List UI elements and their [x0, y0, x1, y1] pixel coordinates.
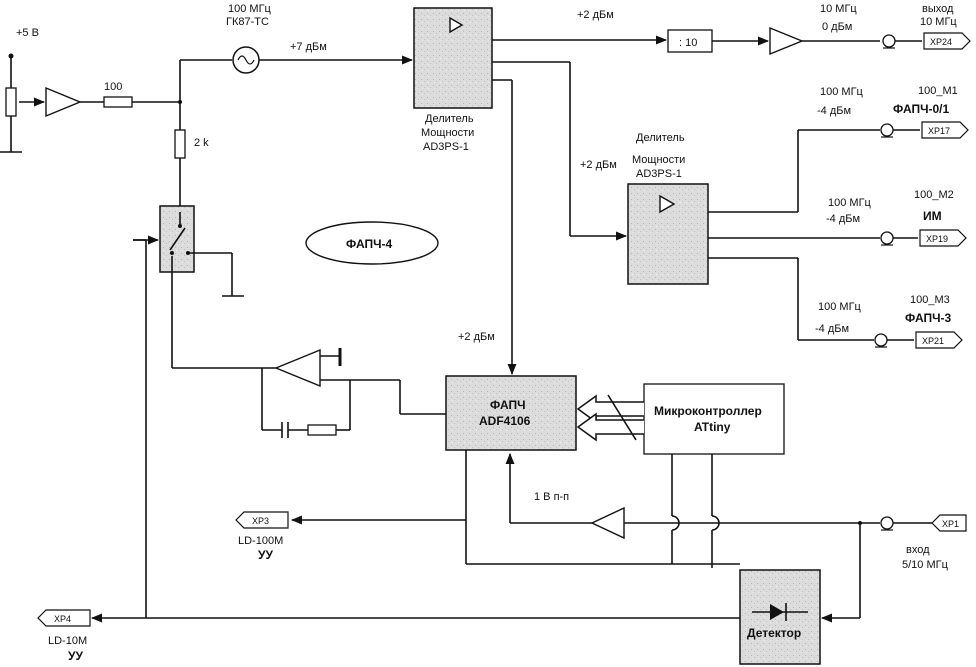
detector-label: Детектор: [747, 626, 801, 640]
connector-xp21: XP21: [874, 331, 963, 349]
resistor-100-label: 100: [104, 81, 122, 93]
module-name: ФАПЧ-4: [346, 237, 393, 251]
svg-text:XP24: XP24: [930, 37, 952, 47]
splitter-2: Делитель Мощности AD3PS-1: [627, 132, 709, 285]
level-osc-out: +7 дБм: [290, 41, 327, 53]
connector-xp4: XP4: [37, 609, 91, 627]
resistor-2k-label: 2 k: [194, 137, 209, 149]
loop-amplifier: [274, 348, 321, 388]
connector-xp19: XP19: [880, 229, 967, 247]
pll-block: ФАПЧ ADF4106: [445, 375, 577, 451]
loop-filter: [172, 348, 446, 438]
oscillator-section: 100 МГц ГК87-ТС +7 дБм: [179, 3, 414, 102]
filter-resistor: [307, 424, 337, 436]
svg-text:XP19: XP19: [926, 234, 948, 244]
m1-dest: ФАПЧ-0/1: [893, 102, 950, 116]
level-to-divider: +2 дБм: [577, 9, 614, 21]
resistor-2k: [174, 129, 186, 159]
output-amplifier: [769, 26, 804, 56]
level-ref: 1 В п-п: [534, 491, 569, 503]
splitter-1: Делитель Мощности AD3PS-1: [413, 7, 493, 153]
switch-section: 2 k: [133, 102, 244, 368]
splitter1-line2: Мощности: [421, 127, 474, 139]
splitter2-line2: Мощности: [632, 154, 685, 166]
level-to-pll: +2 дБм: [458, 331, 495, 343]
oscillator-model: ГК87-ТС: [226, 16, 269, 28]
m2-freq: 100 МГц: [828, 197, 872, 209]
splitter1-line1: Делитель: [425, 113, 474, 125]
out10-title2: 10 МГц: [920, 16, 957, 28]
connector-xp24: XP24: [882, 32, 971, 50]
xp3-line1: LD-100M: [238, 535, 283, 547]
m2-dest: ИМ: [923, 209, 942, 223]
mcu-line1: Микроконтроллер: [654, 404, 762, 418]
m2-name: 100_M2: [914, 189, 954, 201]
connector-xp1: XP1: [880, 514, 967, 532]
module-ellipse: [305, 221, 439, 265]
splitter2-line1: Делитель: [636, 132, 685, 144]
xp3-line2: УУ: [258, 548, 273, 562]
pll-line1: ФАПЧ: [490, 398, 526, 412]
oscillator-freq: 100 МГц: [228, 3, 272, 15]
svg-text:XP3: XP3: [252, 516, 269, 526]
splitter2-line3: AD3PS-1: [636, 168, 682, 180]
ref-amplifier: [590, 506, 625, 540]
buffer-amplifier: [45, 86, 82, 118]
m1-freq: 100 МГц: [820, 86, 864, 98]
input-line2: 5/10 МГц: [902, 559, 949, 571]
mcu-line2: ATtiny: [694, 420, 731, 434]
supply-section: +5 В 100: [0, 27, 182, 153]
supply-label: +5 В: [16, 27, 39, 39]
m2-level: -4 дБм: [826, 213, 860, 225]
divider-label: : 10: [679, 37, 697, 49]
potentiometer: [5, 87, 17, 117]
xp4-line2: УУ: [68, 649, 83, 663]
out10-freq: 10 МГц: [820, 3, 857, 15]
detector-block: Детектор: [739, 569, 821, 665]
out10-level: 0 дБм: [822, 21, 852, 33]
m1-name: 100_M1: [918, 85, 958, 97]
resistor-100: [103, 96, 133, 108]
svg-text:XP17: XP17: [928, 126, 950, 136]
svg-text:XP1: XP1: [942, 519, 959, 529]
pll-line2: ADF4106: [479, 414, 531, 428]
m3-name: 100_M3: [910, 294, 950, 306]
m3-level: -4 дБм: [815, 323, 849, 335]
xp4-line1: LD-10M: [48, 635, 87, 647]
out10-title1: выход: [922, 3, 954, 15]
m3-freq: 100 МГц: [818, 301, 862, 313]
m3-dest: ФАПЧ-3: [905, 311, 952, 325]
input-line1: вход: [906, 544, 930, 556]
mcu-block: Микроконтроллер ATtiny: [643, 383, 785, 455]
spi-bus: [576, 394, 644, 442]
connector-xp17: XP17: [880, 121, 969, 139]
connector-xp3: XP3: [235, 511, 289, 529]
m1-level: -4 дБм: [817, 105, 851, 117]
level-to-splitter2: +2 дБм: [580, 159, 617, 171]
svg-text:XP21: XP21: [922, 336, 944, 346]
svg-text:XP4: XP4: [54, 614, 71, 624]
splitter1-line3: AD3PS-1: [423, 141, 469, 153]
